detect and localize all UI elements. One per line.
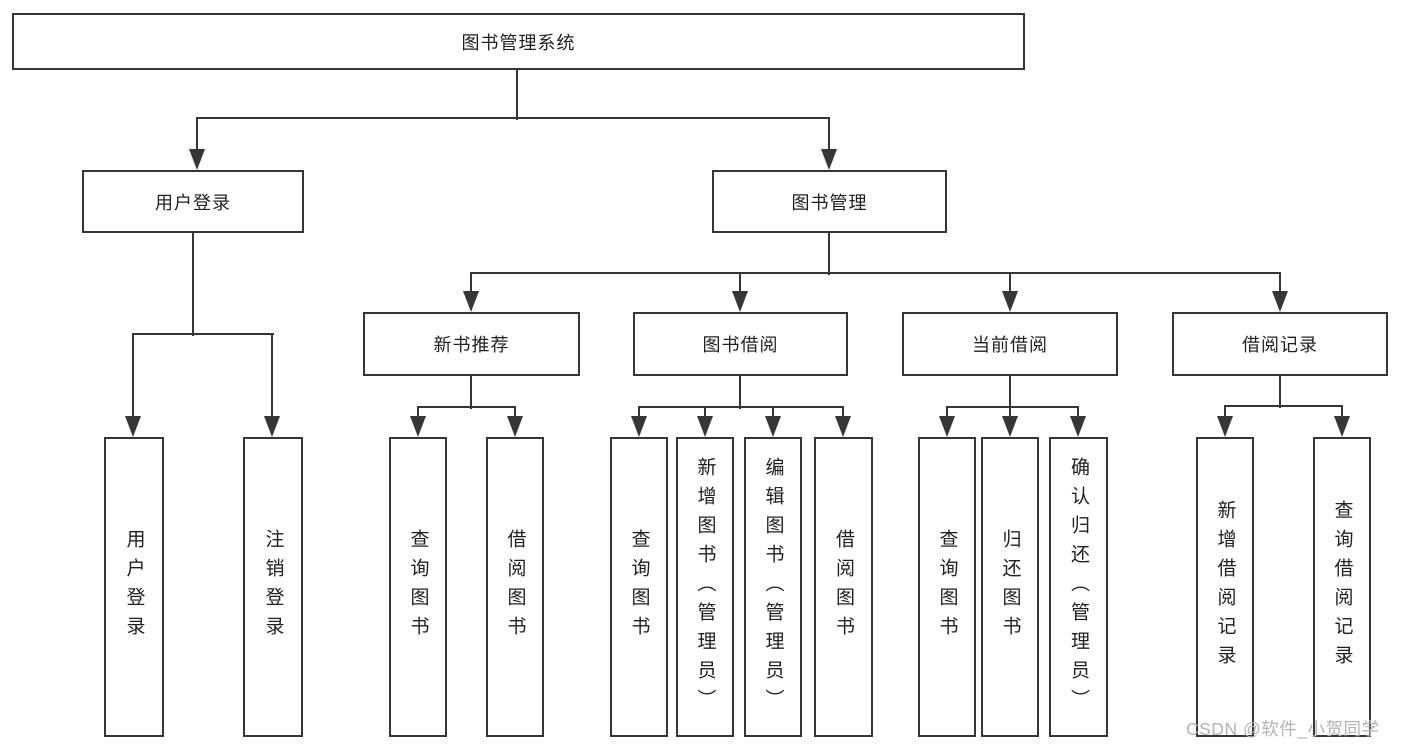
leaf-borrow-books-recommend: 借阅图书 <box>486 437 544 737</box>
connector-arrow-line <box>703 407 707 418</box>
arrow-head <box>697 416 713 437</box>
leaf-add-borrow-record: 新增借阅记录 <box>1196 437 1254 737</box>
connector-arrow-line <box>738 273 742 293</box>
connector-vline <box>827 233 831 275</box>
arrow-head <box>835 416 851 437</box>
connector-arrow-line <box>945 407 949 418</box>
leaf-query-books-recommend: 查询图书 <box>389 437 447 737</box>
connector-hline <box>1223 404 1344 408</box>
arrow-head <box>1272 291 1288 312</box>
node-library-system: 图书管理系统 <box>12 13 1025 70</box>
leaf-label: 编辑图书（管理员） <box>762 456 784 718</box>
leaf-logout: 注销登录 <box>243 437 303 737</box>
connector-arrow-line <box>637 407 641 418</box>
leaf-label: 确认归还（管理员） <box>1068 456 1089 718</box>
leaf-label: 新增图书（管理员） <box>694 456 716 718</box>
node-label: 借阅记录 <box>1242 335 1318 355</box>
connector-hline <box>469 271 1282 275</box>
arrow-head <box>125 416 141 437</box>
arrow-head <box>1002 291 1018 312</box>
node-borrow-records: 借阅记录 <box>1172 312 1388 376</box>
arrow-head <box>189 149 205 170</box>
leaf-label: 查询图书 <box>628 529 650 645</box>
connector-vline <box>469 376 473 409</box>
connector-vline <box>1008 376 1012 409</box>
connector-hline <box>416 405 517 409</box>
leaf-label: 借阅图书 <box>504 529 526 645</box>
connector-vline <box>1278 376 1282 408</box>
leaf-confirm-return-admin: 确认归还（管理员） <box>1049 437 1108 737</box>
leaf-label: 用户登录 <box>123 529 145 645</box>
connector-arrow-line <box>1008 273 1012 293</box>
connector-hline <box>637 405 845 409</box>
leaf-return-books: 归还图书 <box>981 437 1039 737</box>
arrow-head <box>507 416 523 437</box>
connector-arrow-line <box>827 118 831 151</box>
leaf-label: 查询图书 <box>936 529 958 645</box>
leaf-edit-books-admin: 编辑图书（管理员） <box>744 437 802 737</box>
connector-hline <box>131 332 275 336</box>
leaf-query-books-current: 查询图书 <box>918 437 976 737</box>
node-user-login: 用户登录 <box>82 170 304 233</box>
arrow-head <box>410 416 426 437</box>
node-current-borrow: 当前借阅 <box>902 312 1118 376</box>
connector-arrow-line <box>131 334 135 418</box>
connector-vline <box>191 233 195 336</box>
connector-arrow-line <box>1008 407 1012 418</box>
node-label: 用户登录 <box>155 192 231 213</box>
connector-arrow-line <box>469 273 473 293</box>
leaf-label: 归还图书 <box>999 529 1021 645</box>
node-new-book-recommend: 新书推荐 <box>363 312 580 376</box>
leaf-label: 注销登录 <box>262 529 284 645</box>
connector-arrow-line <box>1223 406 1227 418</box>
arrow-head <box>1217 416 1233 437</box>
connector-arrow-line <box>771 407 775 418</box>
connector-arrow-line <box>416 407 420 418</box>
arrow-head <box>821 149 837 170</box>
node-label: 图书借阅 <box>702 335 779 355</box>
node-label: 当前借阅 <box>972 335 1048 355</box>
leaf-label: 借阅图书 <box>833 529 854 645</box>
connector-vline <box>515 69 519 120</box>
leaf-add-books-admin: 新增图书（管理员） <box>676 437 734 737</box>
arrow-head <box>631 416 647 437</box>
leaf-label: 查询图书 <box>407 529 429 645</box>
connector-arrow-line <box>195 118 199 151</box>
node-label: 图书管理系统 <box>461 32 576 53</box>
connector-arrow-line <box>1076 407 1080 418</box>
arrow-head <box>765 416 781 437</box>
leaf-user-login: 用户登录 <box>104 437 164 737</box>
connector-vline <box>738 376 742 409</box>
leaf-label: 查询借阅记录 <box>1331 500 1353 674</box>
arrow-head <box>1334 416 1350 437</box>
connector-arrow-line <box>1278 273 1282 293</box>
arrow-head <box>463 291 479 312</box>
node-label: 新书推荐 <box>433 335 510 355</box>
connector-arrow-line <box>841 407 845 418</box>
arrow-head <box>1002 416 1018 437</box>
arrow-head <box>732 291 748 312</box>
watermark-text: CSDN @软件_小贺同学 <box>1186 719 1380 739</box>
arrow-head <box>939 416 955 437</box>
leaf-label: 新增借阅记录 <box>1214 500 1236 674</box>
node-label: 图书管理 <box>791 192 868 213</box>
connector-arrow-line <box>270 334 274 418</box>
leaf-borrow-books: 借阅图书 <box>814 437 873 737</box>
leaf-query-borrow-record: 查询借阅记录 <box>1313 437 1371 737</box>
arrow-head <box>1070 416 1086 437</box>
connector-arrow-line <box>513 407 517 418</box>
connector-arrow-line <box>1340 406 1344 418</box>
node-book-borrow: 图书借阅 <box>633 312 848 376</box>
connector-hline <box>195 116 831 120</box>
leaf-query-books-borrow: 查询图书 <box>610 437 668 737</box>
connector-hline <box>945 405 1080 409</box>
arrow-head <box>264 416 280 437</box>
node-book-management: 图书管理 <box>712 170 947 233</box>
